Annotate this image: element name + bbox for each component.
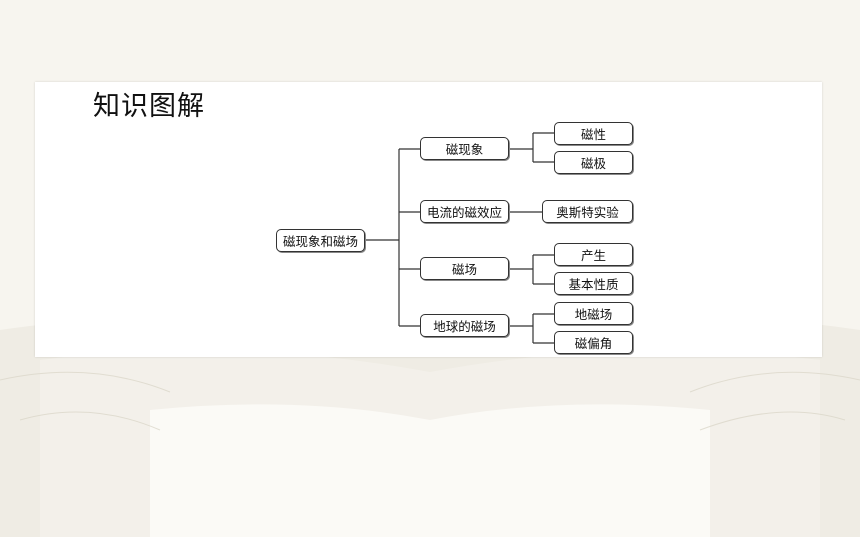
node-branch-4: 地球的磁场 (420, 314, 509, 337)
concept-map-connectors (365, 132, 554, 344)
node-branch-4-child-1: 地磁场 (554, 302, 633, 325)
node-branch-2-child-1: 奥斯特实验 (542, 200, 633, 223)
node-branch-1-child-1: 磁性 (554, 122, 633, 145)
page-title: 知识图解 (93, 91, 205, 122)
node-branch-1: 磁现象 (420, 137, 509, 160)
node-branch-2: 电流的磁效应 (420, 200, 509, 223)
node-branch-3-child-1: 产生 (554, 243, 633, 266)
node-root: 磁现象和磁场 (276, 229, 365, 252)
node-branch-1-child-2: 磁极 (554, 151, 633, 174)
slide-panel: 知识图解 (35, 82, 822, 357)
node-branch-3-child-2: 基本性质 (554, 272, 633, 295)
node-branch-4-child-2: 磁偏角 (554, 331, 633, 354)
node-branch-3: 磁场 (420, 257, 509, 280)
